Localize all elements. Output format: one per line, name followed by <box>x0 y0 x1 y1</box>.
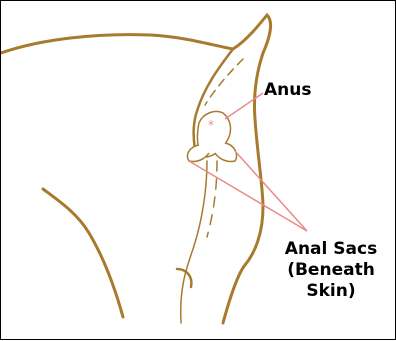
anus-asterisk-icon: * <box>208 118 214 132</box>
label-anal-sacs-line1: Anal Sacs <box>271 239 391 260</box>
leader-line-sac-right <box>235 151 307 231</box>
leader-line-anus <box>225 93 263 119</box>
label-anal-sacs: Anal Sacs (Beneath Skin) <box>271 239 391 302</box>
label-anal-sacs-line3: Skin) <box>271 281 391 302</box>
label-anal-sacs-line2: (Beneath <box>271 260 391 281</box>
label-anus: Anus <box>264 80 311 101</box>
leader-line-sac-left <box>189 161 307 231</box>
hind-leg-outline <box>43 189 123 317</box>
thigh-line-left <box>181 161 207 323</box>
body-outline <box>1 15 270 323</box>
